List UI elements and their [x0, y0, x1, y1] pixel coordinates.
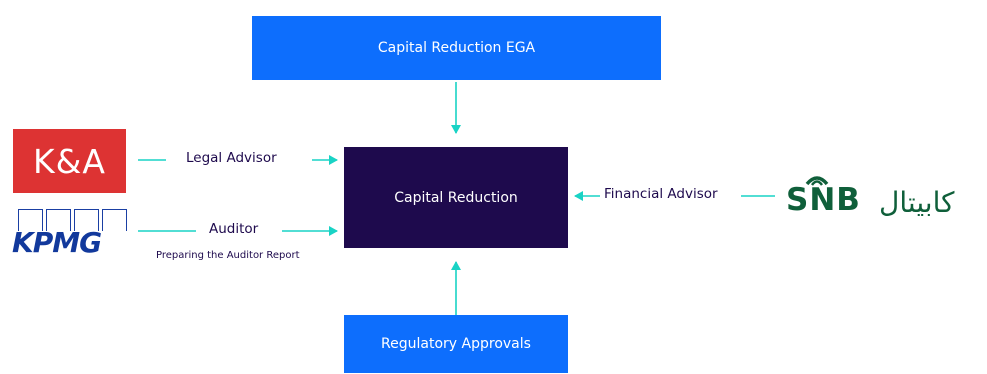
kpmg-logo: KPMG: [12, 207, 128, 259]
ka-logo-text: K&A: [33, 141, 106, 181]
snb-capital-logo: SNB كابيتال: [783, 170, 987, 222]
capital-reduction-box: Capital Reduction: [344, 147, 568, 248]
kpmg-logo-text: KPMG: [12, 226, 102, 259]
snb-logo-text: SNB: [786, 182, 861, 218]
auditor-label: Auditor: [209, 221, 259, 237]
regulatory-approvals-box: Regulatory Approvals: [344, 315, 568, 373]
snb-mark-icon: [805, 176, 829, 186]
ega-label: Capital Reduction EGA: [377, 40, 536, 56]
snb-logo-arabic-text: كابيتال: [879, 186, 955, 219]
kpmg-logo-boxes: [18, 209, 130, 231]
legal-advisor-label: Legal Advisor: [186, 150, 277, 166]
regulatory-label: Regulatory Approvals: [381, 336, 531, 352]
ka-logo: K&A: [13, 129, 126, 193]
auditor-report-note: Preparing the Auditor Report: [156, 250, 300, 261]
center-label: Capital Reduction: [394, 189, 518, 206]
capital-reduction-ega-box: Capital Reduction EGA: [252, 16, 661, 80]
financial-advisor-label: Financial Advisor: [604, 186, 718, 202]
